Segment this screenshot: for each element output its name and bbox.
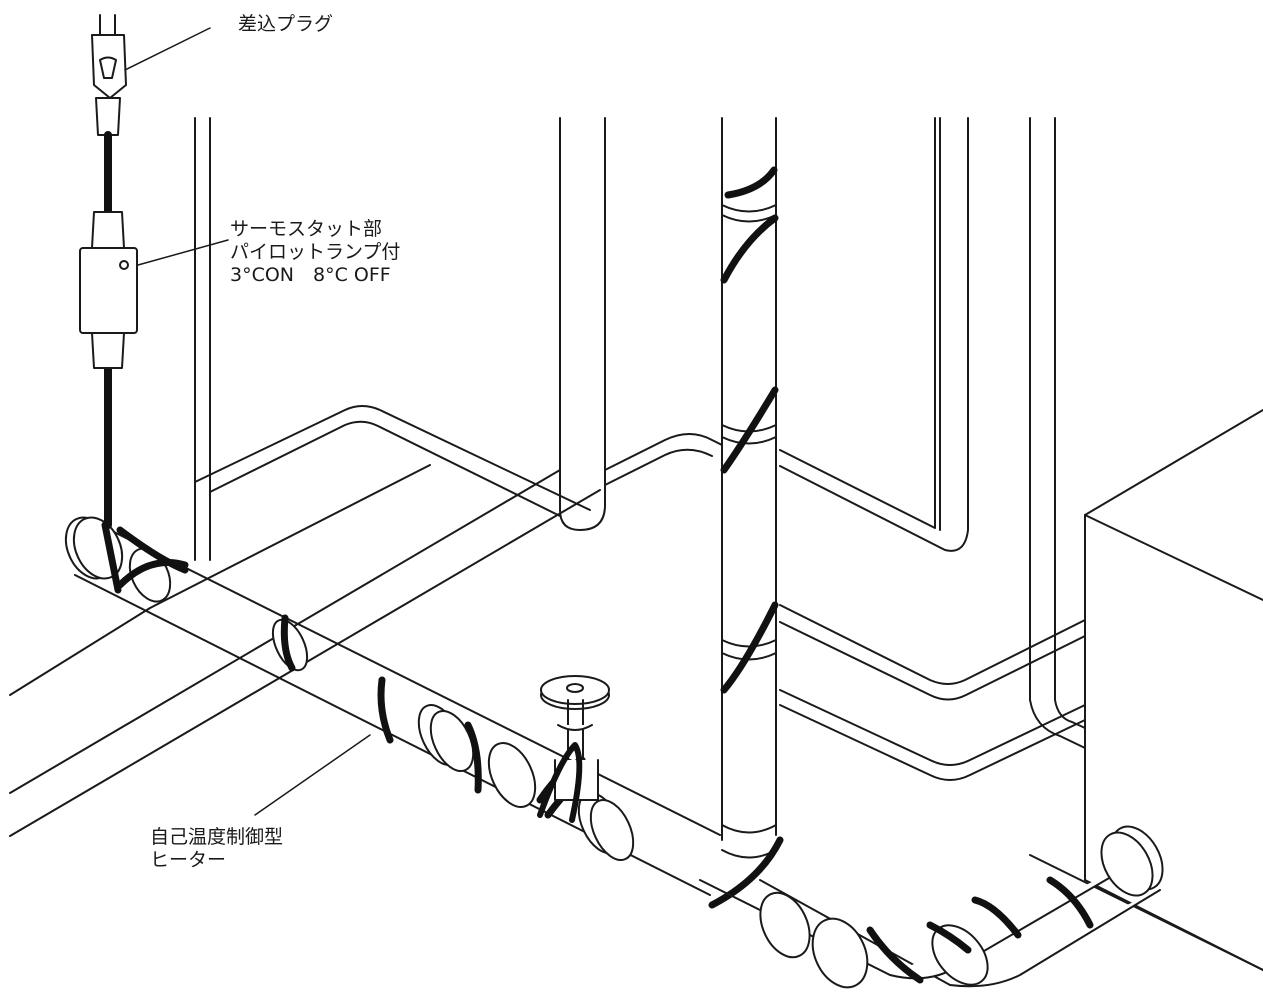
thermostat-label-line3: 3°CON 8°C OFF [230,264,391,286]
left-frame [194,117,591,561]
heater-cable-vertical [708,166,784,909]
heater-cable-valve [537,742,583,823]
thermostat-box [79,211,138,369]
heater-label-line2: ヒーター [150,849,227,871]
right-frame [779,117,1086,781]
back-pipe-u [559,117,969,552]
thermostat-label: サーモスタット部 パイロットランプ付 3°CON 8°C OFF [230,218,400,287]
right-pipe [699,825,1164,989]
equipment-box [1084,409,1263,971]
heater-label: 自己温度制御型 ヒーター [150,826,283,872]
thermostat-label-line2: パイロットランプ付 [230,241,401,263]
thermostat-label-line1: サーモスタット部 [230,218,383,240]
plug-label-text: 差込プラグ [238,13,334,35]
plug-label: 差込プラグ [238,13,333,36]
heater-label-line1: 自己温度制御型 [150,826,284,848]
plug [91,14,127,136]
leader-lines [124,27,371,816]
heater-cable-right [866,876,1094,984]
vertical-pipe [721,117,777,859]
main-pipe [64,516,721,896]
